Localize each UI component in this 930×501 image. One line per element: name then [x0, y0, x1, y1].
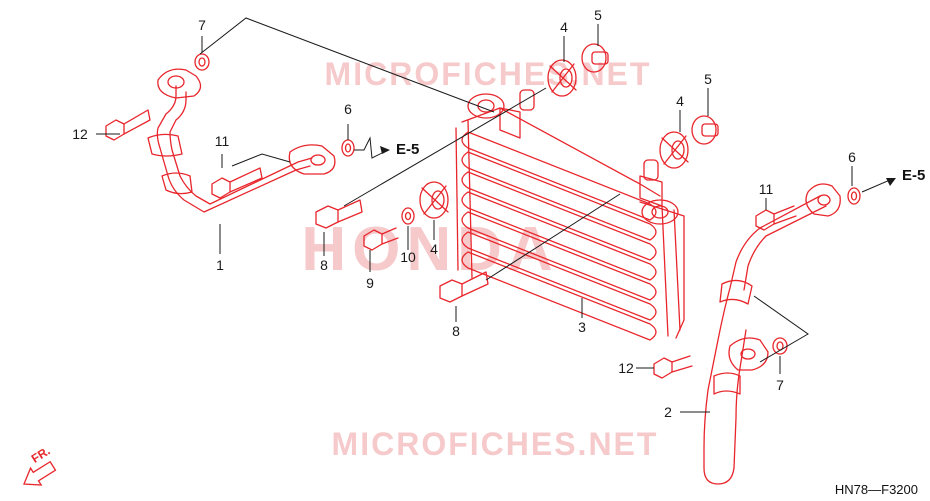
outlet-port-flange [641, 199, 679, 225]
callouts: 7 12 11 1 6 8 9 10 4 8 3 4 5 4 5 11 6 12… [72, 7, 856, 420]
callout-12-right: 12 [618, 360, 634, 376]
callout-6-right: 6 [848, 149, 856, 165]
e5-left-arrow-icon [380, 146, 390, 154]
callout-10: 10 [400, 249, 416, 265]
leader-lines [96, 17, 891, 413]
bolt-9 [363, 227, 399, 251]
diagram-code: HN78—F3200 [835, 482, 918, 497]
callout-8-lower: 8 [452, 323, 460, 339]
o-ring-6-right [847, 187, 861, 205]
collar-5-top [581, 43, 609, 73]
oil-pipe-right [703, 183, 841, 485]
callout-9: 9 [366, 275, 374, 291]
watermark-site-top: MICROFICHES.NET [325, 56, 652, 92]
callout-5-top: 5 [594, 7, 602, 23]
bolt-11-left [211, 167, 263, 199]
upper-bracket [499, 89, 663, 207]
washer-10 [401, 207, 415, 225]
bolt-12-right [653, 355, 693, 379]
callout-2: 2 [664, 404, 672, 420]
rubber-mount-4-top [547, 59, 577, 97]
ref-e5-right: E-5 [902, 167, 925, 184]
o-ring-7-bottom [772, 337, 788, 355]
callout-4-bottom: 4 [430, 241, 438, 257]
collar-5-middle [691, 115, 719, 145]
callout-6-left: 6 [344, 101, 352, 117]
o-ring-6-left [341, 139, 355, 157]
o-ring-7-top [194, 53, 210, 71]
callout-7-top: 7 [198, 17, 206, 33]
front-marker: FR. [23, 444, 57, 486]
callout-11-right: 11 [759, 181, 774, 197]
bolt-8-upper [315, 199, 363, 229]
watermark-site-bottom: MICROFICHES.NET [332, 426, 659, 462]
callout-1: 1 [216, 257, 224, 273]
oil-pipe-left [147, 68, 336, 213]
rubber-mount-4-middle [659, 131, 689, 169]
callout-8-upper: 8 [320, 257, 328, 273]
inlet-port-flange [467, 93, 505, 119]
callout-11-left: 11 [215, 133, 230, 149]
rubber-mount-4-bottom [419, 181, 449, 219]
cooler-end-tanks [455, 107, 685, 339]
e5-right-arrow-icon [886, 178, 896, 186]
callout-12-left: 12 [72, 126, 88, 142]
callout-5-middle: 5 [704, 71, 712, 87]
bolt-12-left [105, 109, 151, 141]
ref-e5-left: E-5 [396, 141, 419, 158]
bolt-8-lower [439, 271, 489, 303]
oil-cooler-core [455, 89, 685, 341]
front-arrow-icon [23, 460, 57, 486]
callout-7-bottom: 7 [776, 377, 784, 393]
arrowheads [380, 146, 896, 186]
callout-4-top: 4 [560, 19, 568, 35]
callout-3: 3 [578, 319, 586, 335]
callout-4-middle: 4 [676, 93, 684, 109]
